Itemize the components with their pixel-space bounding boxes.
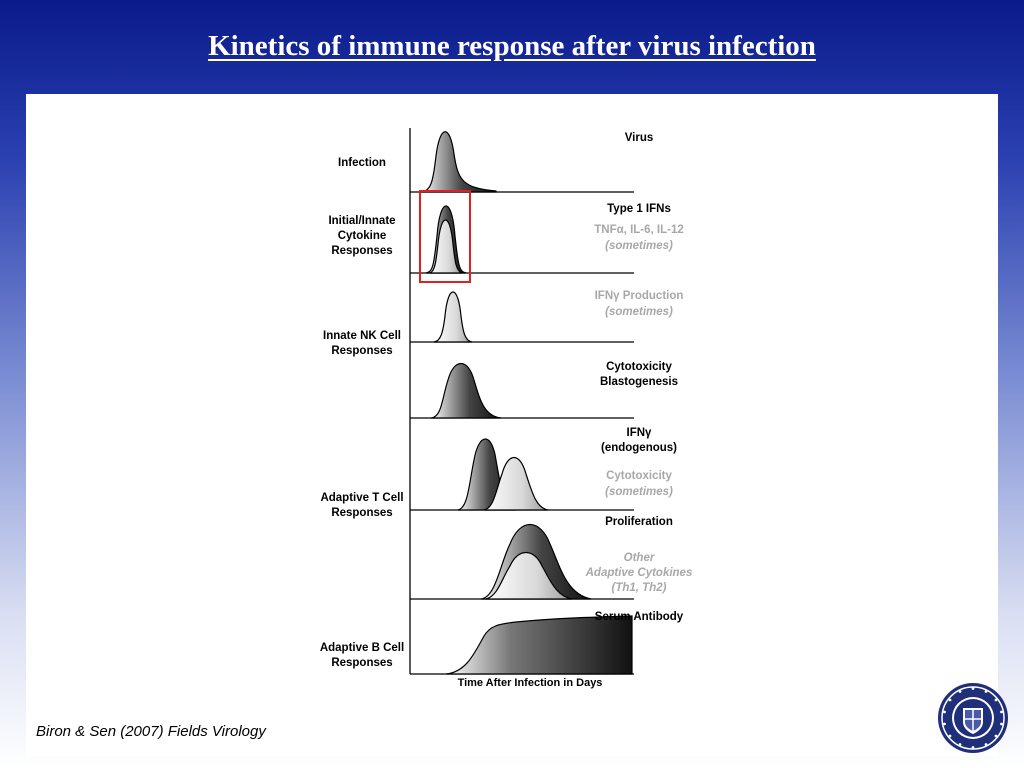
immune-kinetics-diagram: [409, 128, 634, 675]
t-cytotoxicity-curve: [483, 456, 549, 511]
label-line: (Th1, Th2): [611, 582, 667, 594]
label-tnf-note: (sometimes): [605, 240, 673, 252]
label-infection: Infection: [338, 157, 386, 169]
highlight-box: [419, 190, 471, 283]
label-ifng-production: IFNγ Production: [594, 290, 684, 302]
x-axis-label: Time After Infection in Days: [457, 677, 603, 689]
university-seal-icon: [938, 683, 1008, 753]
label-t-cytotoxicity-note: (sometimes): [605, 486, 673, 498]
label-line: IFNγ: [626, 427, 652, 439]
label-line: Responses: [331, 657, 393, 669]
nk-cytotoxicity-curve: [430, 362, 502, 419]
label-other-adaptive-cytokines: Other Adaptive Cytokines (Th1, Th2): [559, 551, 719, 596]
label-line: Responses: [331, 345, 393, 357]
t-other-cytokines-curve: [485, 551, 573, 600]
label-line: Initial/Innate: [328, 215, 396, 227]
label-line: Cytokine: [337, 230, 387, 242]
label-line: Blastogenesis: [600, 376, 678, 388]
label-line: Responses: [331, 507, 393, 519]
slide-title: Kinetics of immune response after virus …: [208, 30, 816, 62]
label-proliferation: Proliferation: [605, 516, 673, 528]
label-serum-antibody: Serum Antibody: [594, 611, 684, 623]
label-line: Adaptive T Cell: [320, 492, 404, 504]
virus-curve: [420, 131, 497, 193]
label-adaptive-t-cell-responses: Adaptive T Cell Responses: [307, 491, 417, 521]
label-virus: Virus: [624, 132, 654, 144]
label-tnf: TNFα, IL-6, IL-12: [594, 224, 684, 236]
label-innate-nk-responses: Innate NK Cell Responses: [307, 329, 417, 359]
label-line: (endogenous): [600, 442, 678, 454]
label-adaptive-b-cell-responses: Adaptive B Cell Responses: [307, 641, 417, 671]
label-t-cytotoxicity: Cytotoxicity: [606, 470, 672, 482]
label-line: Cytotoxicity: [606, 361, 672, 373]
label-ifng-production-note: (sometimes): [605, 306, 673, 318]
nk-ifng-curve: [433, 291, 473, 343]
label-ifng-endogenous: IFNγ (endogenous): [559, 426, 719, 456]
label-line: Innate NK Cell: [323, 330, 401, 342]
label-type1-ifns: Type 1 IFNs: [607, 203, 671, 215]
serum-antibody-curve: [445, 615, 633, 675]
tnf-curve: [429, 219, 463, 274]
figure-panel: Infection Initial/Innate Cytokine Respon…: [26, 94, 998, 756]
label-line: Adaptive Cytokines: [585, 567, 693, 579]
citation: Biron & Sen (2007) Fields Virology: [36, 723, 266, 740]
label-line: Responses: [331, 245, 393, 257]
label-line: Adaptive B Cell: [319, 642, 405, 654]
label-innate-cytokine-responses: Initial/Innate Cytokine Responses: [307, 214, 417, 259]
label-cytotoxicity-blastogenesis: Cytotoxicity Blastogenesis: [559, 360, 719, 390]
label-line: Other: [623, 552, 655, 564]
